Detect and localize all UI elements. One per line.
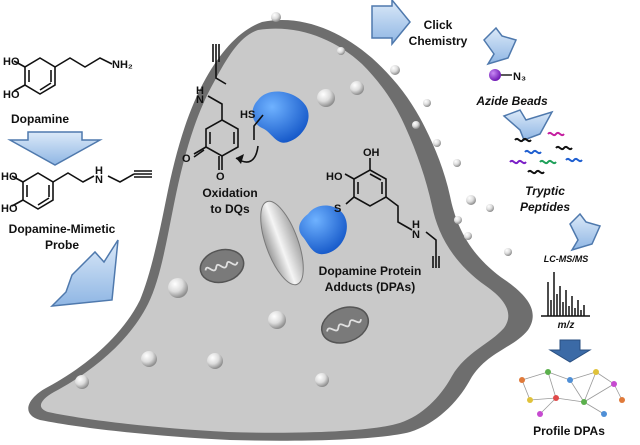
dpa-label-line1: Dopamine Protein: [318, 264, 422, 278]
atom-o: O: [216, 171, 225, 183]
atom-ho: HO: [3, 56, 20, 68]
atom-n: N: [196, 94, 204, 106]
profile-dpas-label: Profile DPAs: [533, 424, 605, 438]
membrane-vesicle: [317, 89, 335, 107]
tryptic-label-line1: Tryptic: [525, 184, 565, 198]
vesicle: [141, 351, 157, 367]
click-label-line2: Chemistry: [408, 34, 468, 48]
atom-n3: N₃: [513, 71, 526, 83]
vesicle-organelle: [260, 200, 304, 286]
dopamine-label: Dopamine: [10, 112, 70, 126]
probe-label-line1: Dopamine-Mimetic: [8, 222, 116, 236]
atom-n: N: [412, 229, 420, 241]
probe-label-line2: Probe: [44, 238, 80, 252]
interaction-network: [519, 369, 625, 417]
arrow-to-peptides: [502, 109, 554, 141]
atom-h: H: [95, 165, 103, 177]
organelles: [75, 200, 370, 389]
vesicle: [268, 311, 286, 329]
vesicle: [315, 373, 329, 387]
oxidation-label-line2: to DQs: [210, 202, 250, 216]
dopamine-structure: [13, 57, 113, 95]
attack-arrowhead: [236, 154, 244, 164]
atom-h: H: [412, 219, 420, 231]
azide-bead: [489, 69, 501, 81]
atom-oh: OH: [363, 147, 380, 159]
arrow-to-click: [371, 0, 411, 47]
tryptic-label-line2: Peptides: [519, 200, 571, 214]
probe-structure: [11, 170, 152, 210]
atom-n: N: [95, 174, 103, 186]
click-label-line1: Click: [423, 18, 453, 32]
arrow-to-lcms: [569, 212, 602, 252]
atom-ho: HO: [1, 203, 18, 215]
atom-hs: HS: [240, 109, 255, 121]
atom-ho: HO: [326, 171, 343, 183]
atom-ho: HO: [1, 171, 18, 183]
mitochondrion: [199, 248, 245, 284]
membrane-vesicle: [350, 81, 364, 95]
mitochondrion: [320, 306, 370, 344]
atom-nh2: NH₂: [112, 59, 133, 71]
peptide-squiggles: [509, 131, 583, 175]
arrow-probe-into-cell: [49, 239, 119, 307]
atom-ho: HO: [3, 89, 20, 101]
arrow-to-network: [548, 339, 592, 363]
oxidation-label-line1: Oxidation: [202, 186, 258, 200]
vesicle: [207, 353, 223, 369]
azide-beads-label: Azide Beads: [476, 94, 548, 108]
extracellular-vesicles: [271, 12, 512, 256]
atom-o: O: [182, 153, 191, 165]
arrow-to-beads: [483, 26, 518, 66]
atom-s: S: [334, 203, 341, 215]
dpa-label-line2: Adducts (DPAs): [324, 280, 416, 294]
vesicle: [168, 278, 188, 298]
mz-label: m/z: [557, 320, 575, 331]
lcmsms-label: LC-MS/MS: [543, 254, 589, 264]
quinone-structure: [193, 44, 239, 170]
mass-spectrum: [541, 272, 590, 317]
protein-dpa: [299, 205, 347, 255]
vesicle: [75, 375, 89, 389]
atom-h: H: [196, 85, 204, 97]
protein-top: [252, 91, 309, 143]
down-arrow-dopamine-to-probe: [7, 131, 103, 166]
